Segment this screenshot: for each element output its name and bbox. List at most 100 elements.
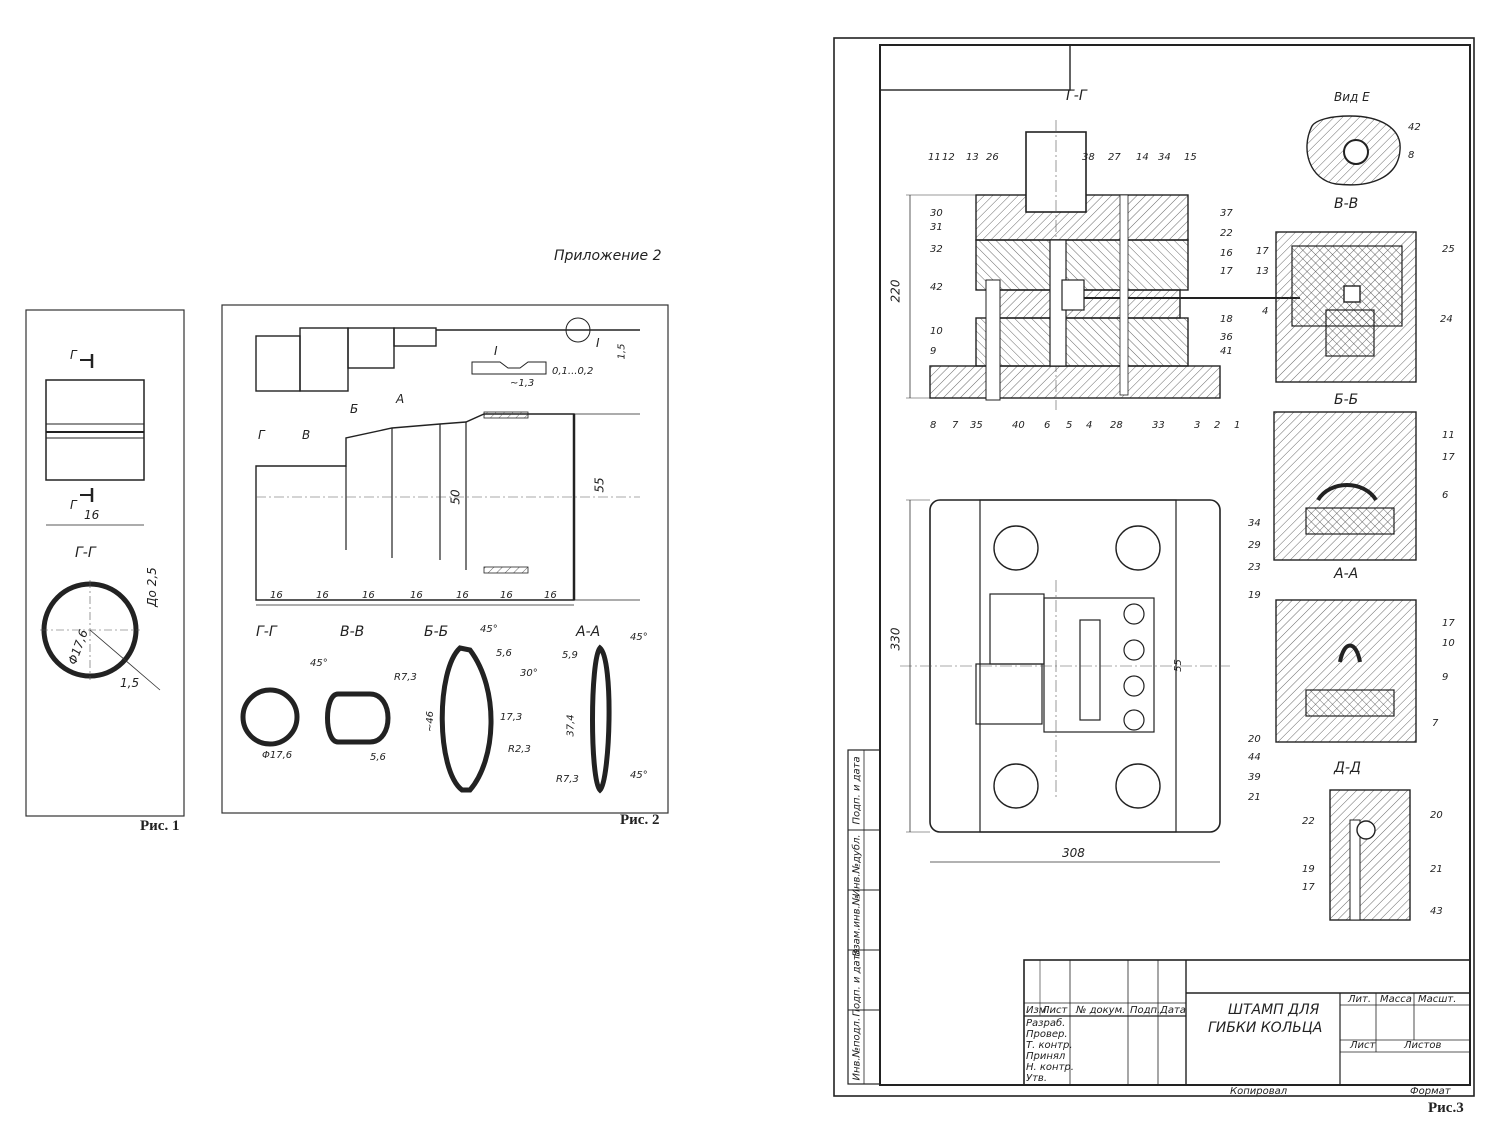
- dd-callout-43: 43: [1430, 906, 1443, 917]
- fig2-detail-dim-2: 0,1...0,2: [552, 366, 594, 377]
- fig2-detail-dim-1: ~1,3: [510, 378, 535, 389]
- fig2-mark-b: Б: [350, 402, 359, 416]
- fig2-section-aa: А-А: [576, 624, 601, 640]
- figure-3-caption: Рис.3: [1428, 1100, 1464, 1116]
- callout-1: 1: [1234, 420, 1241, 431]
- title-block: [1023, 959, 1471, 1086]
- plan-callout-20: 20: [1248, 734, 1261, 745]
- title-name-line2: ГИБКИ КОЛЬЦА: [1208, 1020, 1323, 1036]
- callout-5: 5: [1066, 420, 1073, 431]
- fig3-dim-308: 308: [1062, 846, 1085, 860]
- fig2-detail-marker: I: [596, 336, 600, 350]
- fig2-bb-173: 17,3: [500, 712, 523, 723]
- callout-17: 17: [1220, 266, 1233, 277]
- plan-callout-44: 44: [1248, 752, 1261, 763]
- bb-callout-17: 17: [1442, 452, 1455, 463]
- view-e-callout-8: 8: [1408, 150, 1415, 161]
- tb-mass: Масса: [1380, 994, 1412, 1005]
- callout-26: 26: [986, 152, 999, 163]
- fig2-bb-46: ~46: [425, 710, 437, 733]
- callout-41: 41: [1220, 346, 1233, 357]
- callout-7: 7: [952, 420, 959, 431]
- fig2-bb-r23: R2,3: [508, 744, 531, 755]
- plan-callout-21: 21: [1248, 792, 1261, 803]
- tb-sheet: Лист: [1350, 1040, 1376, 1051]
- fig3-section-bb: Б-Б: [1334, 392, 1359, 408]
- fig2-dim-w5: 16: [456, 590, 469, 601]
- fig2-dim-w4: 16: [410, 590, 423, 601]
- tb-role-6: Утв.: [1026, 1073, 1047, 1084]
- dd-callout-17: 17: [1302, 882, 1315, 893]
- view-e-callout-42: 42: [1408, 122, 1421, 133]
- vv-callout-24: 24: [1440, 314, 1453, 325]
- callout-40: 40: [1012, 420, 1025, 431]
- plan-callout-29: 29: [1248, 540, 1261, 551]
- callout-18: 18: [1220, 314, 1233, 325]
- tb-format: Формат: [1410, 1086, 1451, 1097]
- fig2-vv-radius: R7,3: [394, 672, 417, 683]
- aa-callout-17: 17: [1442, 618, 1455, 629]
- fig2-dim-w3: 16: [362, 590, 375, 601]
- tb-date: Дата: [1160, 1005, 1186, 1016]
- side-stamp-2: Подп. и дата: [851, 948, 863, 1017]
- aa-callout-7: 7: [1432, 718, 1439, 729]
- fig2-mark-g: Г: [258, 428, 265, 442]
- plan-callout-23: 23: [1248, 562, 1261, 573]
- side-stamp-1: Инв.№подл.: [851, 1017, 863, 1081]
- fig2-mark-v: В: [302, 428, 311, 442]
- fig2-dim-w7: 16: [544, 590, 557, 601]
- die-base-plate: [929, 365, 1221, 399]
- fig3-section-top: Г-Г: [1066, 88, 1087, 104]
- callout-35: 35: [970, 420, 983, 431]
- tb-role-3: Т. контр.: [1026, 1040, 1073, 1051]
- fig3-dim-330: 330: [888, 627, 903, 651]
- appendix-label: Приложение 2: [554, 248, 662, 264]
- callout-8: 8: [930, 420, 937, 431]
- callout-6: 6: [1044, 420, 1051, 431]
- tb-doc: № докум.: [1076, 1005, 1126, 1016]
- fig2-dim-50: 50: [448, 489, 463, 505]
- fig2-vv-width: 5,6: [370, 752, 386, 763]
- callout-22: 22: [1220, 228, 1233, 239]
- fig2-dim-w6: 16: [500, 590, 513, 601]
- callout-3: 3: [1194, 420, 1201, 431]
- callout-30: 30: [930, 208, 943, 219]
- fig2-aa-374: 37,4: [565, 714, 577, 737]
- callout-10: 10: [930, 326, 943, 337]
- callout-42: 42: [930, 282, 943, 293]
- fig2-section-vv: В-В: [340, 624, 365, 640]
- aa-callout-9: 9: [1442, 672, 1449, 683]
- title-name-line1: ШТАМП ДЛЯ: [1228, 1002, 1320, 1018]
- fig1-dim-thk: 1,5: [120, 676, 140, 690]
- fig2-section-bb: Б-Б: [424, 624, 449, 640]
- figure-2-caption: Рис. 2: [620, 812, 660, 828]
- callout-13: 13: [966, 152, 979, 163]
- fig1-tube-view: [45, 379, 145, 481]
- dd-callout-19: 19: [1302, 864, 1315, 875]
- callout-28: 28: [1110, 420, 1123, 431]
- fig3-view-e: Вид Е: [1334, 90, 1370, 104]
- side-stamp-5: Подп. и дата: [851, 756, 863, 825]
- fig2-dim-w1: 16: [270, 590, 283, 601]
- fig3-dim-55: 55: [1172, 659, 1184, 672]
- fig2-bb-angle: 45°: [480, 624, 498, 635]
- fig2-bb-30: 30°: [520, 668, 538, 679]
- aa-callout-10: 10: [1442, 638, 1455, 649]
- tb-role-5: Н. контр.: [1026, 1062, 1074, 1073]
- vv-callout-17: 17: [1256, 246, 1269, 257]
- callout-38: 38: [1082, 152, 1095, 163]
- fig2-aa-59: 5,9: [562, 650, 578, 661]
- fig2-bb-56: 5,6: [496, 648, 512, 659]
- fig1-dim-width: 16: [84, 508, 100, 522]
- callout-16: 16: [1220, 248, 1233, 259]
- callout-32: 32: [930, 244, 943, 255]
- fig3-section-dd: Д-Д: [1334, 760, 1361, 776]
- fig2-aa-angle-top: 45°: [630, 632, 648, 643]
- fig1-mark-bottom: Г: [70, 498, 77, 512]
- callout-31: 31: [930, 222, 943, 233]
- fig3-dim-220: 220: [888, 279, 903, 303]
- fig2-mark-a: А: [396, 392, 405, 406]
- fig2-detail-title: I: [494, 344, 498, 358]
- fig2-dim-55: 55: [592, 477, 607, 493]
